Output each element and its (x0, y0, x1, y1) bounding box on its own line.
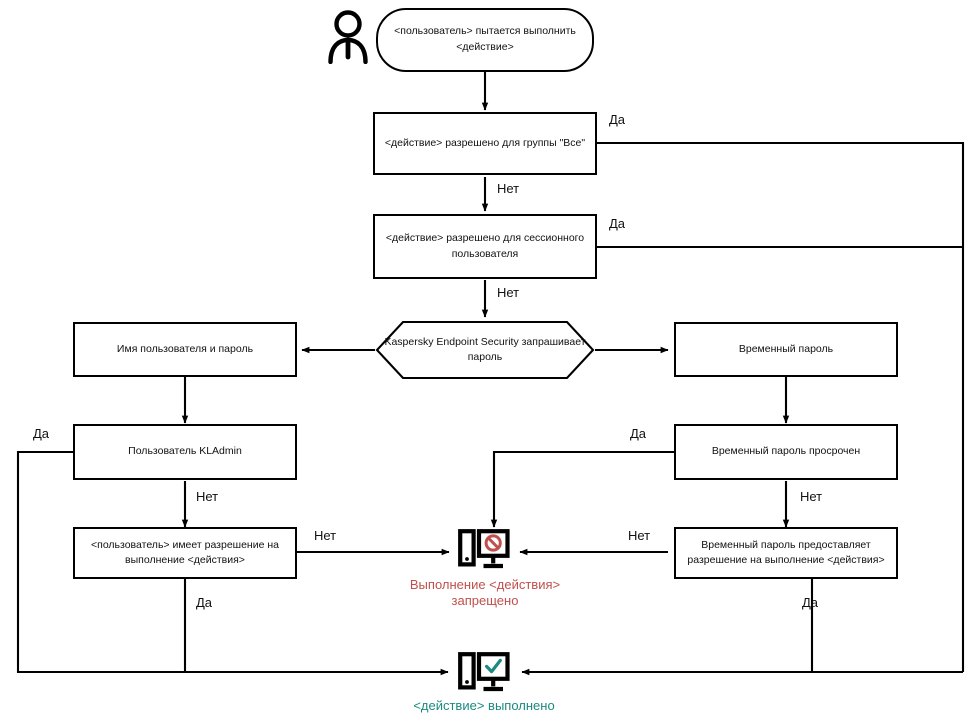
decision-kladmin-user-label: Пользователь KLAdmin (128, 445, 242, 458)
edge-label-expired-no: Нет (800, 489, 823, 504)
process-kes-requests-password: Kaspersky Endpoint Security запрашивает … (375, 320, 595, 380)
denied-caption: Выполнение <действия> запрещено (345, 577, 625, 610)
decision-user-has-permission: <пользователь> имеет разрешение на выпол… (73, 527, 297, 579)
decision-allowed-for-session-user-label: <действие> разрешено для сессионного пол… (385, 232, 585, 260)
denied-caption-line2: запрещено (451, 593, 519, 609)
edge-label-permission-yes: Да (196, 595, 213, 610)
decision-kladmin-user: Пользователь KLAdmin (73, 424, 297, 480)
node-username-and-password: Имя пользователя и пароль (73, 322, 297, 377)
decision-temporary-password-grants-permission: Временный пароль предоставляет разрешени… (674, 527, 898, 579)
edge-label-grants-yes: Да (802, 595, 819, 610)
edge-label-kladmin-no: Нет (196, 489, 219, 504)
user-icon (325, 8, 371, 65)
start-label: <пользователь> пытается выполнить <дейст… (394, 25, 576, 53)
success-caption-line1: <действие> выполнено (413, 698, 555, 713)
edge-label-session-yes: Да (609, 216, 626, 231)
decision-user-has-permission-label: <пользователь> имеет разрешение на выпол… (91, 538, 279, 566)
success-caption: <действие> выполнено (344, 698, 624, 714)
decision-temporary-password-expired-label: Временный пароль просрочен (711, 445, 861, 458)
monitor-blocked-icon (458, 528, 510, 574)
process-kes-requests-password-label: Kaspersky Endpoint Security запрашивает … (384, 335, 586, 363)
denied-caption-line1: Выполнение <действия> (409, 577, 561, 592)
edge-label-session-no: Нет (497, 285, 520, 300)
decision-temporary-password-grants-permission-label: Временный пароль предоставляет разрешени… (687, 538, 885, 566)
decision-allowed-for-everyone: <действие> разрешено для группы "Все" (373, 112, 597, 175)
edge-kladmin-yes (16, 450, 449, 676)
edge-label-expired-yes: Да (630, 426, 647, 441)
decision-allowed-for-everyone-label: <действие> разрешено для группы "Все" (384, 136, 586, 149)
edge-label-everyone-yes: Да (609, 112, 626, 127)
edge-label-permission-no: Нет (314, 528, 337, 543)
node-temporary-password-label: Временный пароль (738, 342, 834, 355)
decision-allowed-for-session-user: <действие> разрешено для сессионного пол… (373, 214, 597, 279)
edge-everyone-yes (597, 141, 965, 672)
node-username-and-password-label: Имя пользователя и пароль (116, 342, 254, 355)
start-terminator: <пользователь> пытается выполнить <дейст… (376, 8, 594, 72)
monitor-check-icon (458, 651, 510, 697)
edge-label-everyone-no: Нет (497, 181, 520, 196)
edge-label-grants-no: Нет (628, 528, 651, 543)
node-temporary-password: Временный пароль (674, 322, 898, 377)
edge-expired-yes (490, 450, 674, 528)
edge-label-kladmin-yes: Да (33, 426, 50, 441)
decision-temporary-password-expired: Временный пароль просрочен (674, 424, 898, 480)
